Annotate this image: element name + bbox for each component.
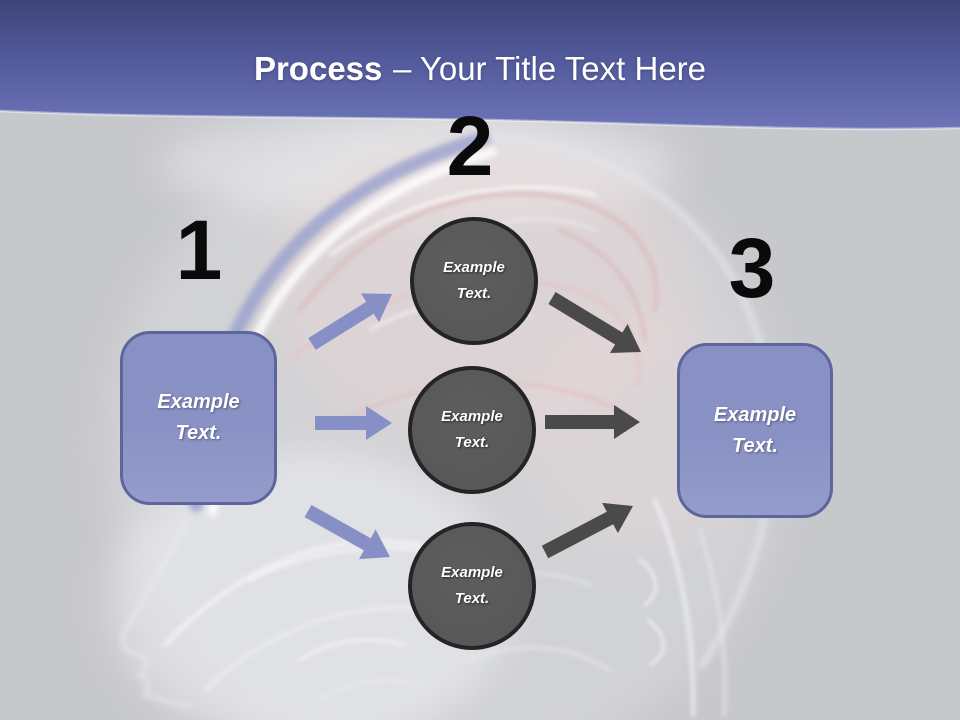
arrow-input-to-circle-2[interactable] [315,406,392,440]
process-circle-3-label: Example Text. [441,563,503,607]
step-number-1[interactable]: 1 [175,203,223,297]
output-box-label: Example Text. [713,403,797,457]
arrow-circle-1-to-output[interactable] [548,292,641,353]
arrow-circle-2-to-output[interactable] [545,405,640,439]
input-box[interactable]: Example Text. [120,331,277,505]
title-banner [0,0,960,131]
process-circle-2-label: Example Text. [441,407,503,451]
arrow-input-to-circle-3[interactable] [304,504,390,560]
output-box[interactable]: Example Text. [677,343,833,518]
process-circle-1[interactable]: Example Text. [410,217,538,345]
step-number-2[interactable]: 2 [446,99,494,193]
process-circle-1-label: Example Text. [443,258,505,302]
title-text: – Your Title Text Here [392,50,707,87]
slide-title[interactable]: Process– Your Title Text Here [0,50,960,88]
process-circle-3[interactable]: Example Text. [408,522,536,650]
process-circle-2[interactable]: Example Text. [408,366,536,494]
arrow-input-to-circle-1[interactable] [308,293,392,350]
banner-wave-shape [0,0,960,130]
banner-bottom-highlight [0,109,960,131]
neck-jaw-wisps [162,497,727,718]
input-box-label: Example Text. [157,391,240,444]
title-keyword: Process [253,50,383,87]
arrow-circle-3-to-output[interactable] [541,502,633,559]
step-number-3[interactable]: 3 [728,221,776,315]
